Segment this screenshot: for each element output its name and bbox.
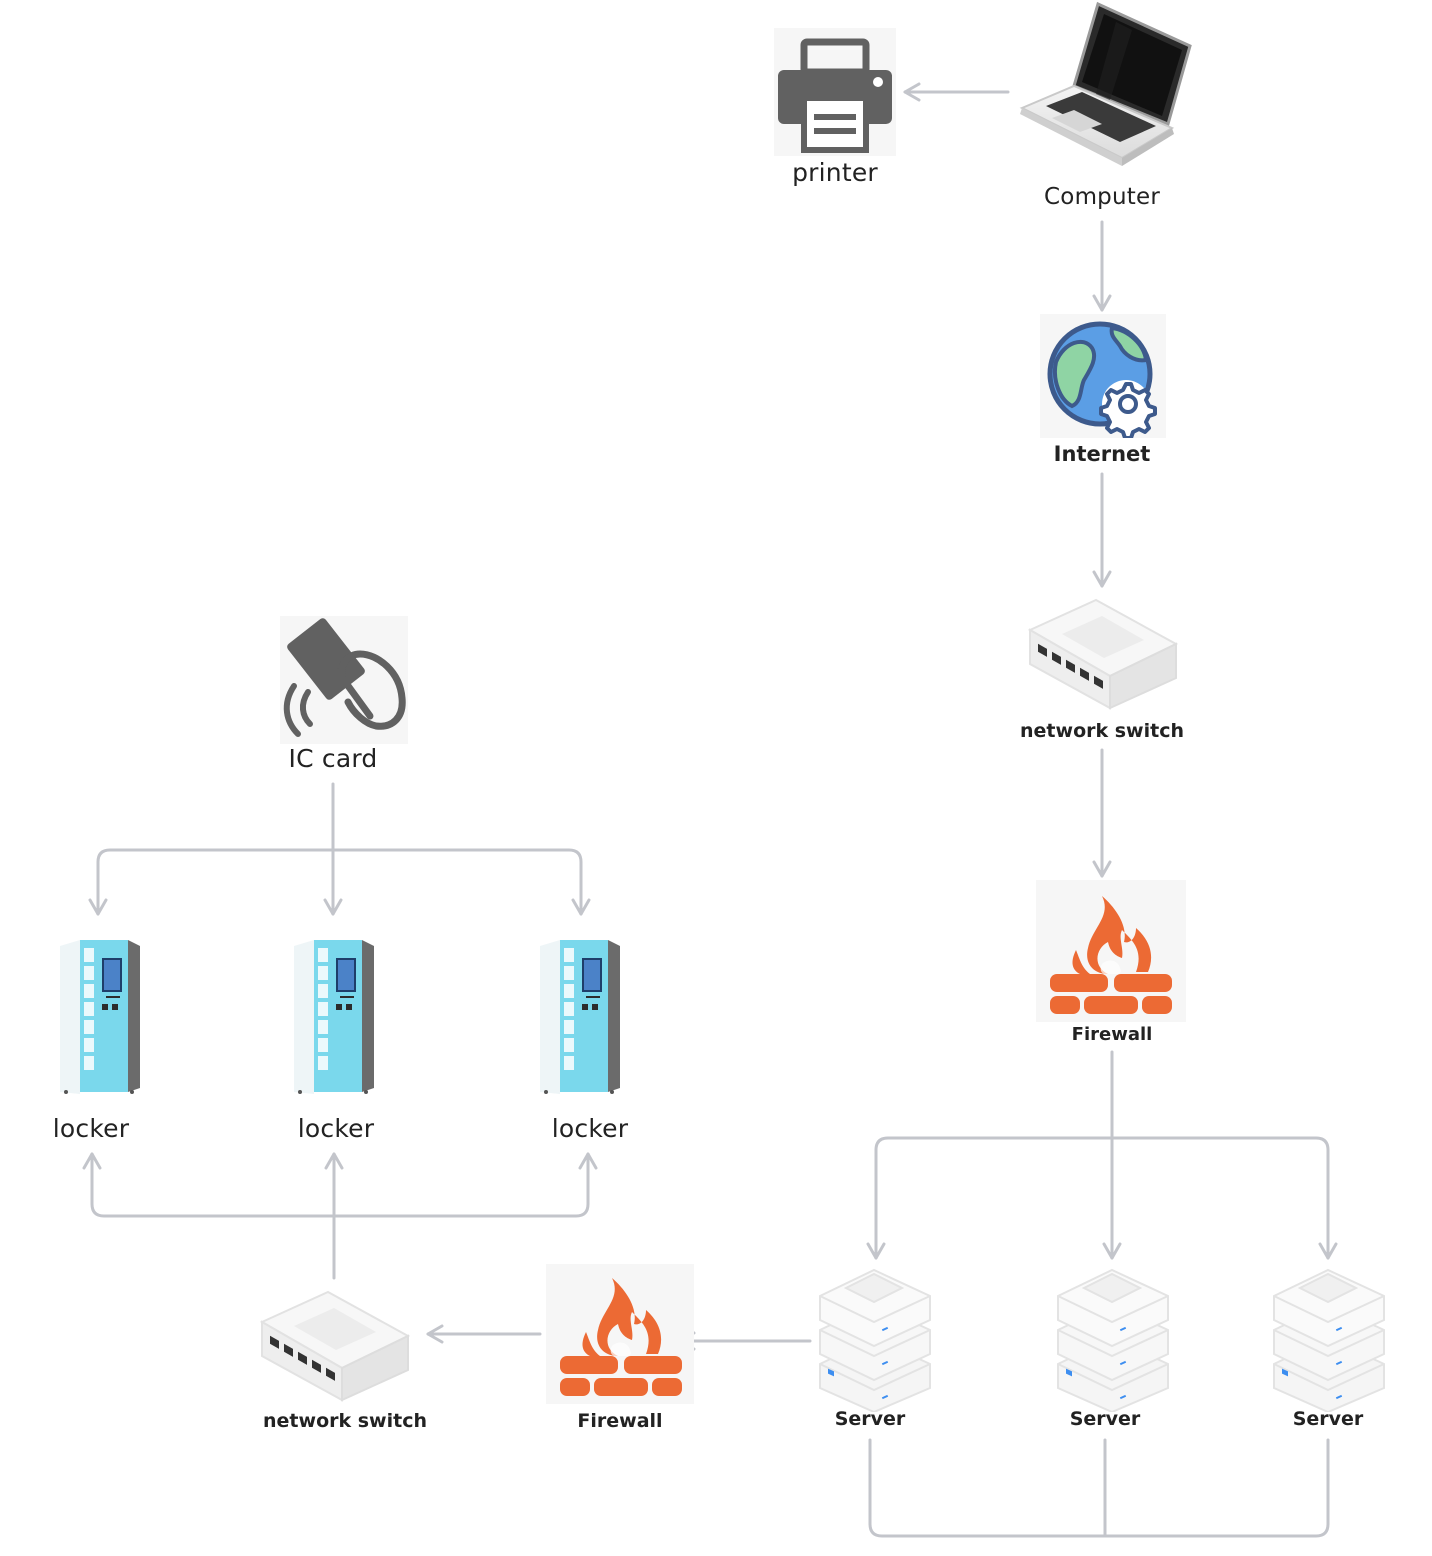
switch-top-label: network switch (1020, 720, 1184, 742)
server-icon[interactable] (1054, 1266, 1172, 1412)
network-switch-icon[interactable] (258, 1288, 412, 1404)
connector-card-locker-3 (331, 848, 591, 916)
locker-2-label: locker (297, 1114, 375, 1143)
ic-card-label: IC card (288, 744, 378, 773)
locker-3-label: locker (551, 1114, 629, 1143)
connector-card-locker-1 (88, 848, 335, 916)
firewall-icon[interactable] (546, 1268, 696, 1404)
card-tap-icon[interactable] (280, 616, 408, 744)
firewall-icon[interactable] (1036, 886, 1186, 1022)
server-1-label: Server (834, 1408, 906, 1430)
globe-gear-icon[interactable] (1040, 314, 1166, 438)
server-3-label: Server (1292, 1408, 1364, 1430)
connector-firewall-server-1 (866, 1136, 1114, 1260)
connector-server-bus (868, 1438, 1330, 1538)
locker-1-label: locker (52, 1114, 130, 1143)
printer-icon[interactable] (774, 36, 896, 158)
locker-icon[interactable] (290, 938, 378, 1098)
server-2-label: Server (1069, 1408, 1141, 1430)
connector-firewall-server-3 (1110, 1136, 1338, 1260)
computer-label: Computer (1044, 184, 1160, 210)
firewall-top-label: Firewall (1071, 1024, 1153, 1045)
network-switch-icon[interactable] (1026, 596, 1180, 712)
locker-icon[interactable] (56, 938, 144, 1098)
internet-label: Internet (1053, 442, 1151, 466)
server-icon[interactable] (816, 1266, 934, 1412)
locker-icon[interactable] (536, 938, 624, 1098)
firewall-bottom-label: Firewall (577, 1410, 663, 1432)
printer-label: printer (792, 158, 878, 187)
connector-switch-locker-1 (82, 1152, 336, 1218)
laptop-icon[interactable] (1012, 0, 1196, 176)
server-icon[interactable] (1270, 1266, 1388, 1412)
switch-bottom-label: network switch (263, 1410, 427, 1432)
connector-switch-locker-3 (332, 1152, 598, 1218)
